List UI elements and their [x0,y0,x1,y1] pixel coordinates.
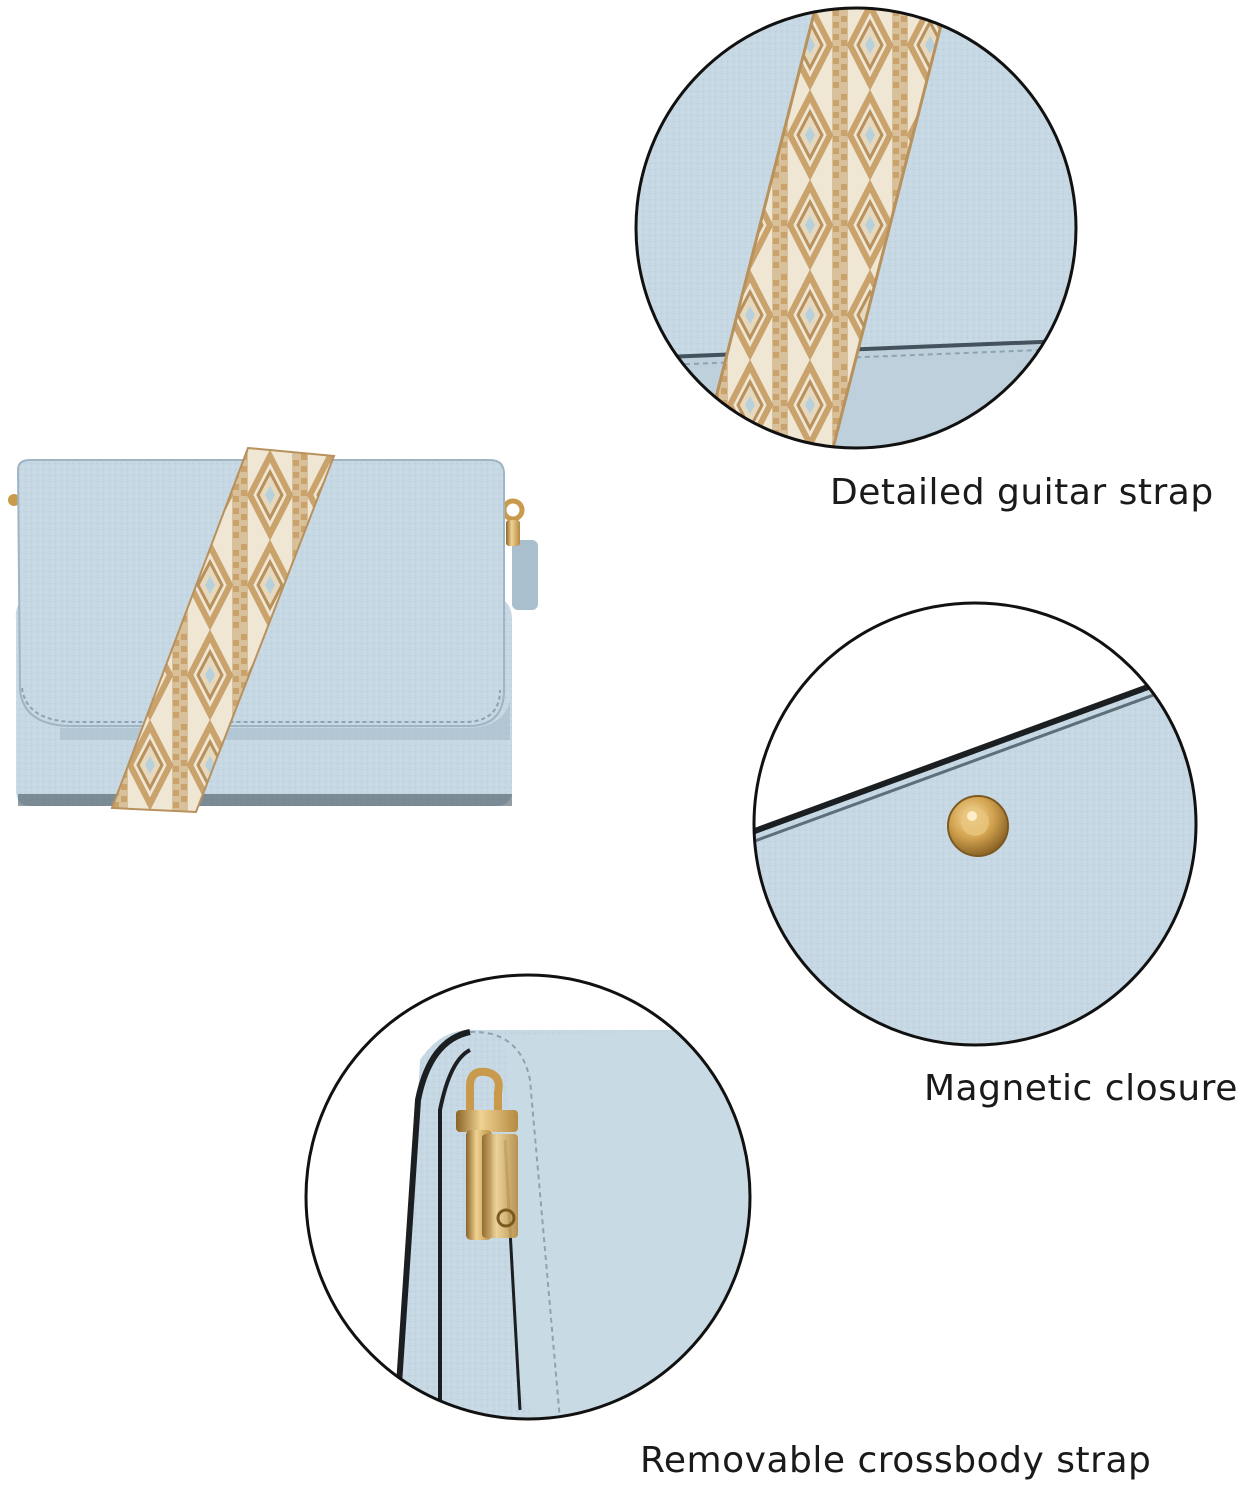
strap-caption: Detailed guitar strap [830,472,1214,513]
strap-detail-circle [634,6,1078,450]
closure-detail-circle [752,601,1198,1047]
crossbody-caption: Removable crossbody strap [640,1440,1152,1481]
crossbody-detail-circle [304,973,752,1421]
closure-caption: Magnetic closure [924,1068,1238,1109]
main-bag-photo [8,446,538,814]
